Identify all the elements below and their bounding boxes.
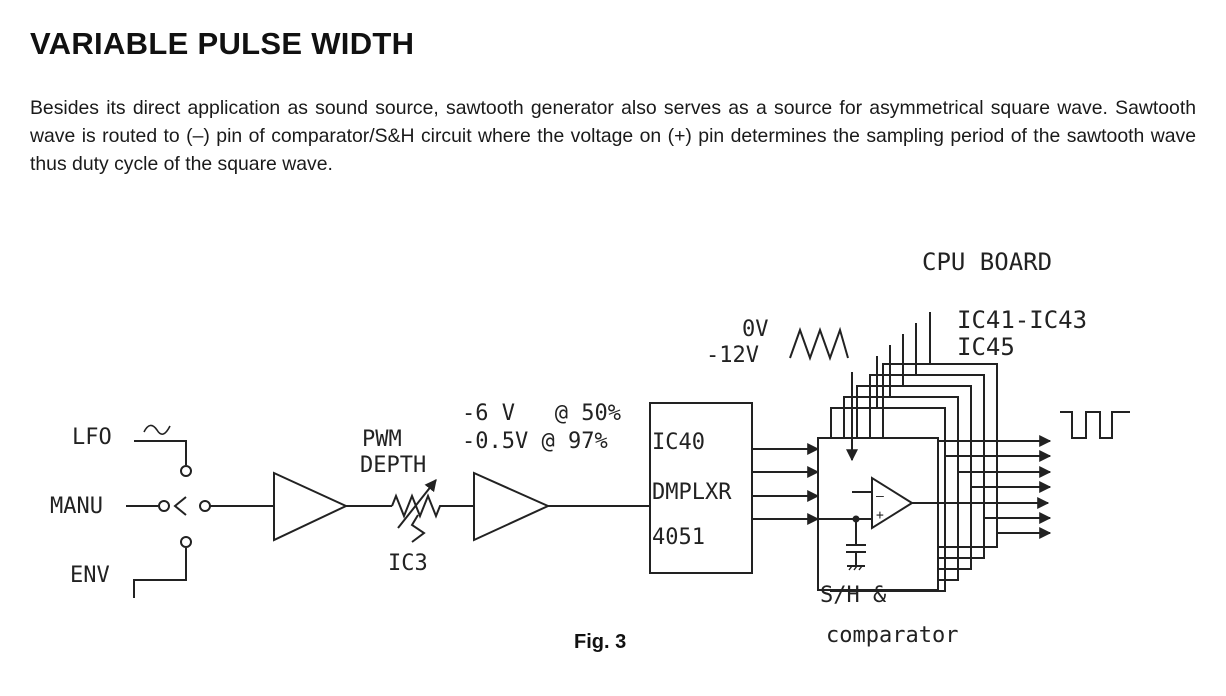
- voltage-50-label: -6 V @ 50%: [462, 401, 621, 426]
- figure-caption: Fig. 3: [574, 631, 626, 653]
- mux-type-label: DMPLXR: [652, 480, 732, 505]
- pot-wiper: [410, 514, 426, 543]
- pwm-amplifier: [473, 471, 551, 542]
- sawtooth-top-voltage: 0V: [742, 317, 769, 342]
- ic3-label: IC3: [388, 551, 428, 576]
- switch-arm: [173, 496, 187, 516]
- comparator-label: comparator: [826, 623, 958, 648]
- mux-ic40-label: IC40: [652, 430, 705, 455]
- mux-part-label: 4051: [652, 525, 705, 550]
- pwm-label: PWM: [362, 427, 402, 452]
- manu-label: MANU: [50, 494, 103, 519]
- sawtooth-wave-icon: [789, 326, 849, 361]
- voltage-97-label: -0.5V @ 97%: [462, 429, 608, 454]
- ic40-demultiplexer: [649, 402, 753, 574]
- pwm-depth-potentiometer: [391, 493, 474, 519]
- ic41-ic43-label: IC41-IC43: [957, 306, 1087, 334]
- env-input-line: [133, 548, 187, 598]
- sawtooth-bottom-voltage: -12V: [706, 343, 759, 368]
- env-contact: [180, 536, 192, 548]
- manu-contact: [158, 500, 170, 512]
- depth-label: DEPTH: [360, 453, 426, 478]
- buffer-amplifier: [273, 471, 349, 542]
- sh-label: S/H &: [820, 583, 887, 608]
- lfo-wave-icon: [143, 424, 171, 435]
- comparator-plus-sign: +: [876, 508, 884, 523]
- comparator-minus-sign: –: [876, 489, 884, 504]
- square-wave-icon: [1060, 411, 1130, 439]
- lfo-contact: [180, 465, 192, 477]
- description-paragraph: Besides its direct application as sound …: [30, 97, 1196, 175]
- ic45-label: IC45: [957, 333, 1015, 361]
- lfo-label: LFO: [72, 425, 112, 450]
- page-title: VARIABLE PULSE WIDTH: [30, 26, 415, 61]
- switch-common: [199, 500, 211, 512]
- comparator-opamp: [871, 476, 914, 530]
- cpu-board-label: CPU BOARD: [922, 248, 1052, 276]
- lfo-input-line: [134, 440, 187, 465]
- pot-arrow: [397, 479, 437, 529]
- hold-capacitor: [846, 519, 866, 567]
- env-label: ENV: [70, 563, 110, 588]
- sh-comparator-board: [817, 437, 939, 591]
